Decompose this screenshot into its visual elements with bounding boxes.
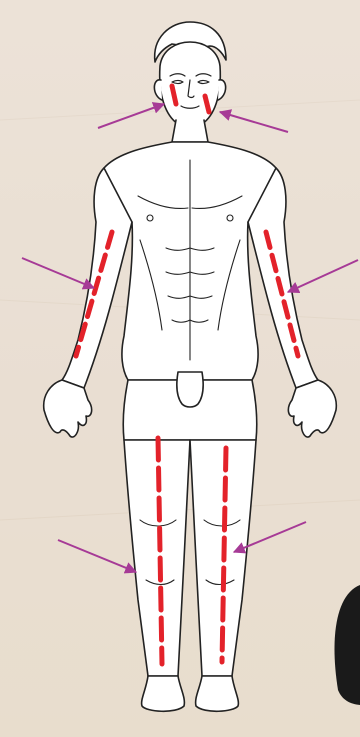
groin [177,372,203,407]
left-foot [142,676,185,711]
right-foot [196,676,239,711]
neck [172,120,208,142]
